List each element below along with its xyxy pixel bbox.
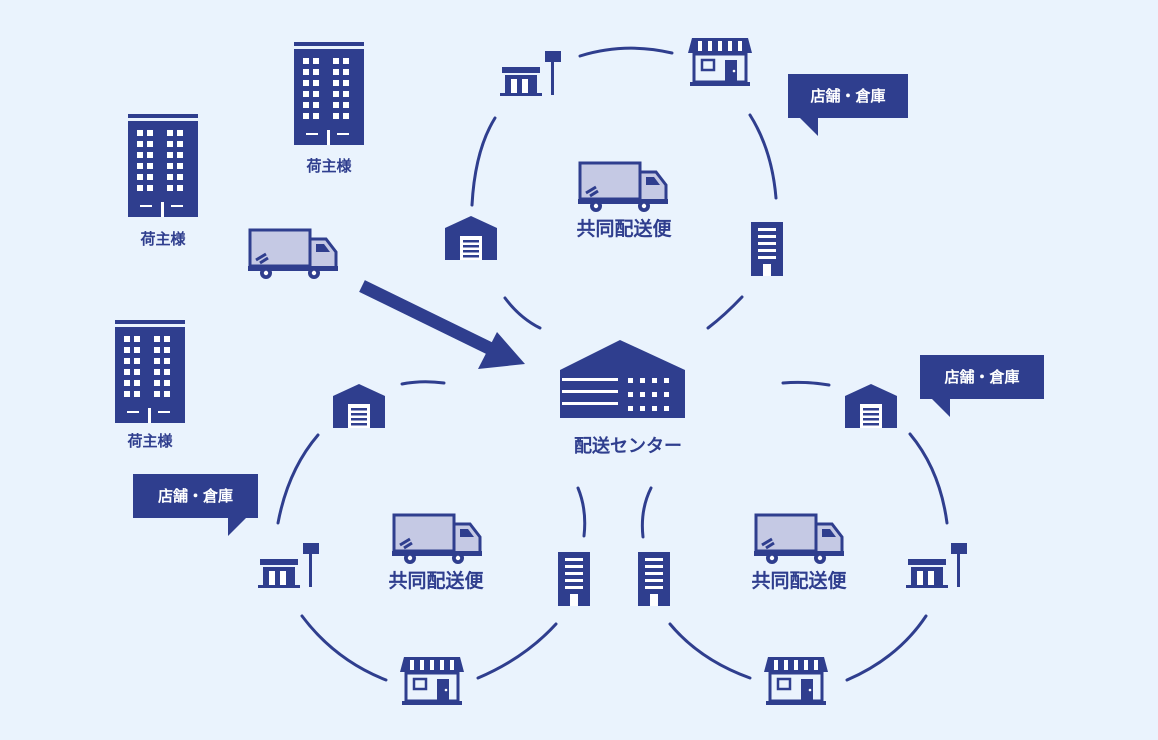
tower-building-icon (751, 222, 783, 276)
convenience-store-icon (500, 51, 561, 96)
distribution-center-label: 配送センター (574, 436, 682, 457)
truck-icon (390, 513, 484, 566)
store-warehouse-bubble: 店舗・倉庫 (133, 474, 258, 536)
warehouse-icon (845, 384, 897, 428)
store-warehouse-bubble: 店舗・倉庫 (920, 355, 1044, 417)
shipper-building-icon (294, 42, 364, 145)
inbound-arrow (359, 280, 525, 369)
route-rings (276, 46, 949, 682)
shipper-label: 荷主様 (127, 432, 173, 450)
shipper-label: 荷主様 (306, 157, 352, 175)
shared-delivery-label: 共同配送便 (388, 570, 484, 592)
shop-icon (398, 655, 466, 707)
store-warehouse-bubble: 店舗・倉庫 (788, 74, 908, 136)
tower-building-icon (558, 552, 590, 606)
convenience-store-icon (906, 543, 967, 588)
truck-icon (576, 161, 670, 214)
tower-building-icon (638, 552, 670, 606)
shipper-building-icon (115, 320, 185, 423)
shipper-label: 荷主様 (140, 230, 186, 248)
truck-icon (246, 228, 340, 281)
warehouse-icon (445, 216, 497, 260)
shared-delivery-label: 共同配送便 (576, 218, 672, 240)
truck-icon (752, 513, 846, 566)
shop-icon (762, 655, 830, 707)
distribution-center-icon (560, 340, 685, 418)
shipper-building-icon (128, 114, 198, 217)
shop-icon (686, 36, 754, 88)
warehouse-icon (333, 384, 385, 428)
shared-delivery-label: 共同配送便 (751, 570, 847, 592)
convenience-store-icon (258, 543, 319, 588)
